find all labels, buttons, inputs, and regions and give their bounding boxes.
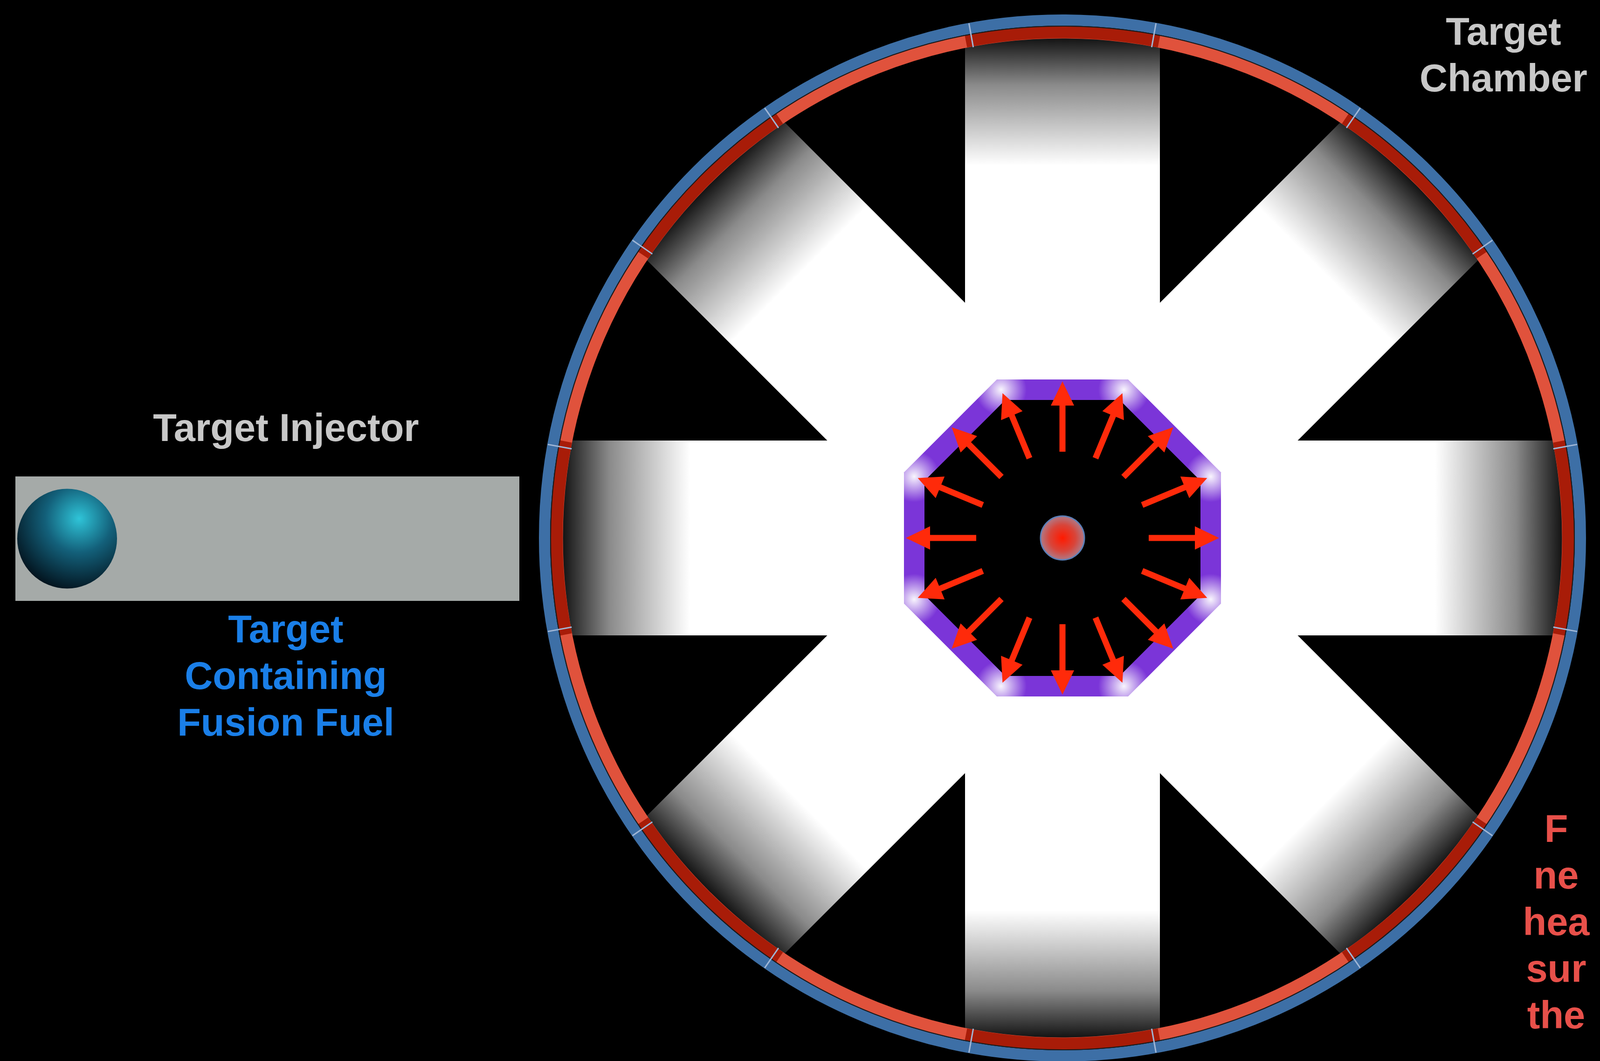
chamber-outer-wall [544,20,1581,1056]
port-edge [632,240,653,255]
implosion-arrow [1050,624,1075,695]
arrow-head [913,578,945,609]
implosion-arrow [913,560,988,609]
beam-port [964,1028,1160,1050]
injector-unit: Target Injector [15,400,520,601]
port-edge [547,444,572,449]
implosion-arrow [1115,419,1182,486]
implosion-arrow [1115,590,1182,657]
port-edge [968,23,973,48]
port-edge [1472,821,1493,836]
port-edge [1472,240,1493,255]
arrow-shaft [1059,624,1066,676]
arrow-head [913,467,945,498]
chamber-inner-wall [556,32,1569,1044]
beam-port [1341,113,1487,259]
implosion-arrow [905,526,977,550]
implosion-arrow [1084,388,1134,463]
beam-port [638,817,784,963]
arrow-head [905,526,931,550]
arrow-shaft [1095,617,1116,666]
beam-port [964,26,1160,48]
implosion-arrow [1084,613,1134,688]
arrow-shaft [935,571,983,591]
port-edge [1151,1028,1156,1053]
beam-port [550,440,573,636]
implosion-arrow [991,613,1041,688]
arrow-shaft [965,440,1002,477]
port-edge [1553,627,1578,632]
arrow-head [943,419,978,453]
implosion-arrow [1137,467,1212,516]
fuel-pellet [1040,516,1085,560]
capsule-label: Target Containing Fusion Fuel [164,606,407,746]
arrow-shaft [965,599,1002,636]
arrow-head [1147,419,1182,453]
arrow-head [1050,381,1075,406]
arrow-shaft [1059,400,1066,452]
beam-port [638,113,784,259]
arrow-head [1180,578,1212,609]
arrow-shaft [1123,440,1160,477]
port-edge [1346,948,1361,969]
implosion-arrow [1148,526,1220,550]
arrow-shaft [1009,617,1030,666]
neutron-note: F ne hea sur the [1518,805,1594,1039]
port-edge [764,108,779,129]
implosion-arrow [943,419,1010,486]
injector-barrel [15,476,520,601]
arrow-shaft [1009,410,1030,459]
arrow-head [1147,623,1182,657]
chamber-label: Target Chamber [1412,8,1595,102]
beam-port [1341,817,1487,963]
arrow-head [1050,670,1075,695]
arrow-shaft [1123,599,1160,636]
laser-beam [993,106,1494,607]
implosion-arrow [1137,560,1212,609]
arrow-head [943,623,978,657]
port-edge [968,1028,973,1053]
arrow-shaft [924,535,977,542]
arrow-head [991,388,1023,421]
port-edge [632,821,653,836]
arrow-shaft [1142,485,1190,505]
arrow-head [1102,655,1134,688]
implosion-arrow [943,590,1010,657]
port-edge [1346,108,1361,129]
target-capsule [15,476,128,601]
port-edge [1553,444,1578,449]
port-edge [764,948,779,969]
arrow-shaft [1148,535,1200,542]
target-sphere [17,489,118,589]
arrow-head [1102,388,1134,421]
capsule-interior [924,400,1201,676]
port-edge [1151,23,1156,48]
wall-seam [550,26,1575,1050]
arrow-shaft [935,485,983,505]
arrow-head [1194,526,1220,550]
port-edge [547,627,572,632]
capsule-shell [903,379,1221,697]
arrow-shaft [1142,571,1190,591]
implosion-arrow [913,467,988,516]
beam-port [1552,440,1575,636]
arrow-head [991,655,1023,688]
arrow-head [1180,467,1212,498]
implosion-arrow [1050,381,1075,452]
implosion-arrow [991,388,1041,463]
arrow-shaft [1095,410,1116,459]
injector-heading: Target Injector [15,404,557,452]
